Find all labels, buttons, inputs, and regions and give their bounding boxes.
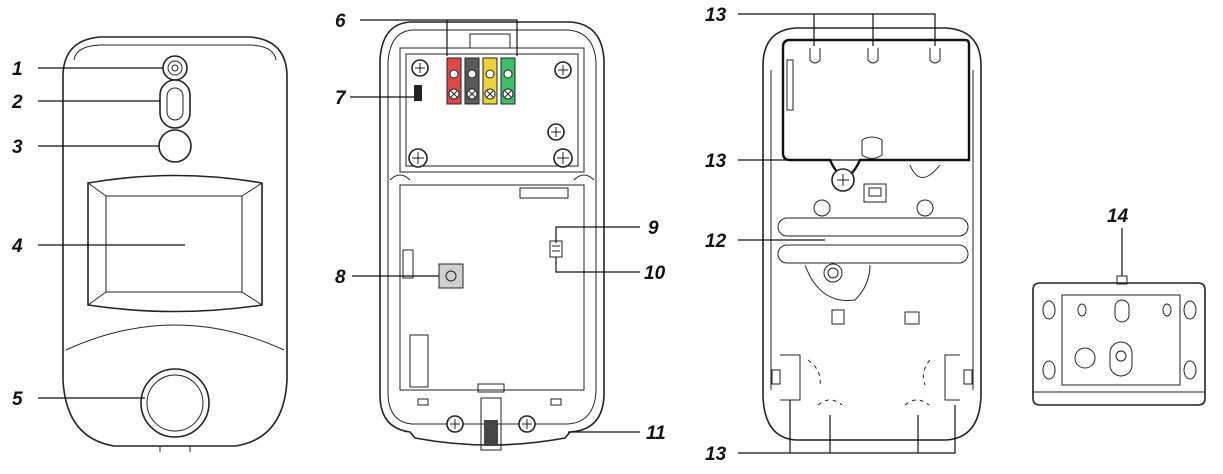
back-housing-outline: [762, 27, 982, 441]
pir-lens: [87, 174, 263, 313]
callout-2: 2: [11, 92, 23, 113]
front-housing-inner-edge: [73, 44, 277, 61]
bottom-screws: [446, 415, 536, 433]
bottom-knockouts: [771, 354, 973, 406]
bracket-view: 14: [1032, 206, 1206, 406]
board-screws: [408, 59, 573, 168]
callout-6: 6: [335, 11, 346, 32]
front-lower-cover-line: [65, 324, 285, 351]
main-pcb: [399, 184, 585, 391]
terminal-block: [446, 57, 516, 105]
leader-line-13c: [738, 405, 956, 454]
callout-10: 10: [644, 263, 666, 284]
camera-lens: [158, 129, 192, 163]
led-indicator: [162, 55, 188, 81]
callout-13-top: 13: [705, 5, 727, 26]
callout-7: 7: [335, 88, 347, 109]
callout-11: 11: [646, 423, 666, 444]
bracket-outline: [1032, 282, 1206, 406]
leader-line-6: [360, 19, 518, 56]
mounting-slots: [777, 217, 969, 302]
leader-line-13a: [738, 13, 936, 46]
bracket-holes: [1033, 294, 1205, 393]
back-view: 13 13 12 13: [705, 5, 982, 465]
top-knockouts: [809, 48, 941, 159]
callout-13-middle: 13: [705, 151, 727, 172]
sensor-slot-window: [159, 79, 191, 129]
front-view: 1 2 3 4 5: [11, 36, 288, 452]
callout-14: 14: [1107, 206, 1129, 227]
inside-housing-rim: [387, 29, 597, 425]
callout-4: 4: [11, 236, 23, 257]
inside-view: 6 7 8 9 10 11: [335, 11, 666, 451]
callout-1: 1: [12, 59, 23, 80]
callout-8: 8: [335, 267, 346, 288]
callout-13-bottom: 13: [705, 444, 727, 465]
leader-line-9: [555, 226, 640, 243]
callout-9: 9: [648, 218, 659, 239]
jumper: [414, 85, 422, 101]
cover-latch: [480, 397, 502, 451]
pir-sensor: [438, 263, 464, 289]
callout-3: 3: [12, 137, 23, 158]
leader-line-10: [555, 257, 640, 273]
callout-12: 12: [705, 231, 727, 252]
test-button: [140, 368, 210, 438]
callout-5: 5: [12, 389, 23, 410]
